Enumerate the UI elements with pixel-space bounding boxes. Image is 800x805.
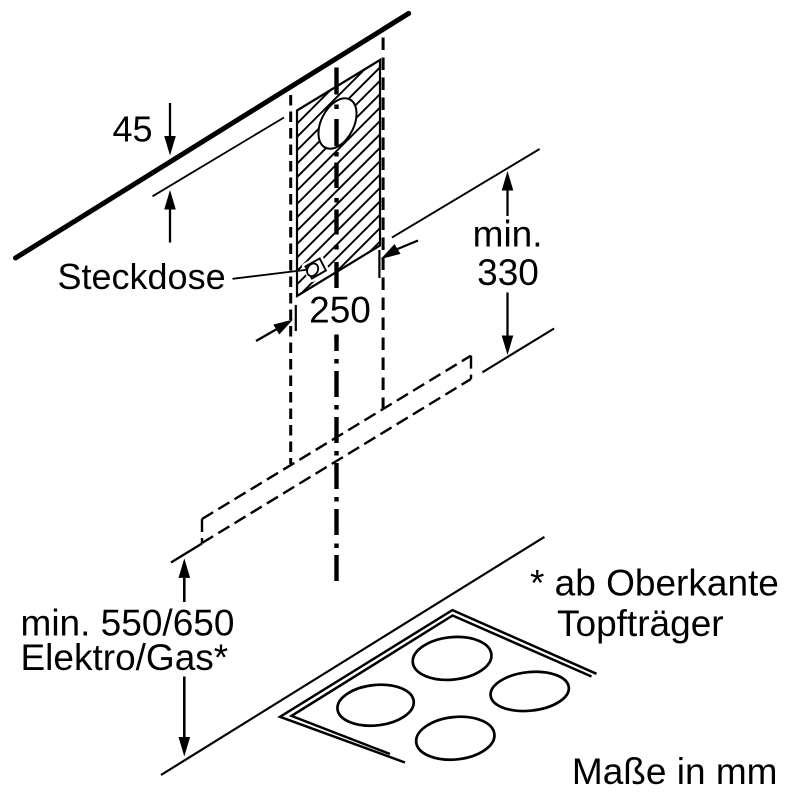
svg-text:Topfträger: Topfträger (557, 603, 724, 644)
svg-text:* ab Oberkante: * ab Oberkante (530, 563, 779, 604)
svg-text:Maße in mm: Maße in mm (572, 751, 778, 792)
svg-text:min. 550/650: min. 550/650 (21, 603, 235, 644)
svg-text:Elektro/Gas*: Elektro/Gas* (21, 637, 229, 678)
svg-text:Steckdose: Steckdose (58, 256, 226, 297)
svg-text:45: 45 (112, 109, 152, 150)
svg-text:330: 330 (477, 252, 539, 293)
svg-text:min.: min. (473, 213, 543, 254)
svg-text:250: 250 (309, 290, 371, 331)
